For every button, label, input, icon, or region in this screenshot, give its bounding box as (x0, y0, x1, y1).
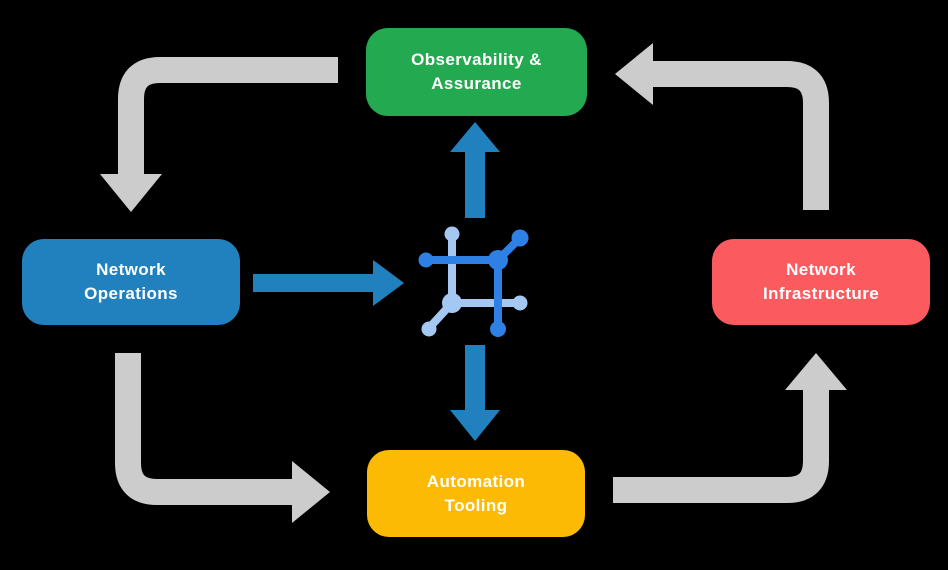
node-automation-tooling-label: Automation Tooling (426, 471, 526, 515)
network-mesh-icon (418, 226, 529, 337)
node-observability-assurance-label: Observability & Assurance (411, 50, 542, 93)
arrow-observability-to-operations (100, 57, 338, 212)
arrow-icon-to-observability (450, 122, 500, 218)
node-network-infrastructure-label: Network Infrastructure (762, 260, 880, 303)
node-observability-assurance: Observability & Assurance (366, 28, 587, 116)
node-automation-tooling: Automation Tooling (367, 450, 585, 537)
node-network-operations: Network Operations (22, 239, 240, 325)
node-network-operations-label: Network Operations (84, 260, 178, 303)
arrow-infrastructure-to-observability (615, 43, 829, 210)
node-network-infrastructure: Network Infrastructure (712, 239, 930, 325)
arrow-automation-to-infrastructure (613, 353, 847, 503)
network-mesh-icon-light-layer (421, 226, 528, 337)
arrow-operations-to-automation (115, 353, 330, 523)
network-mesh-icon-dark-layer (418, 229, 529, 337)
arrow-operations-to-icon (253, 260, 404, 306)
arrow-icon-to-automation (450, 345, 500, 441)
